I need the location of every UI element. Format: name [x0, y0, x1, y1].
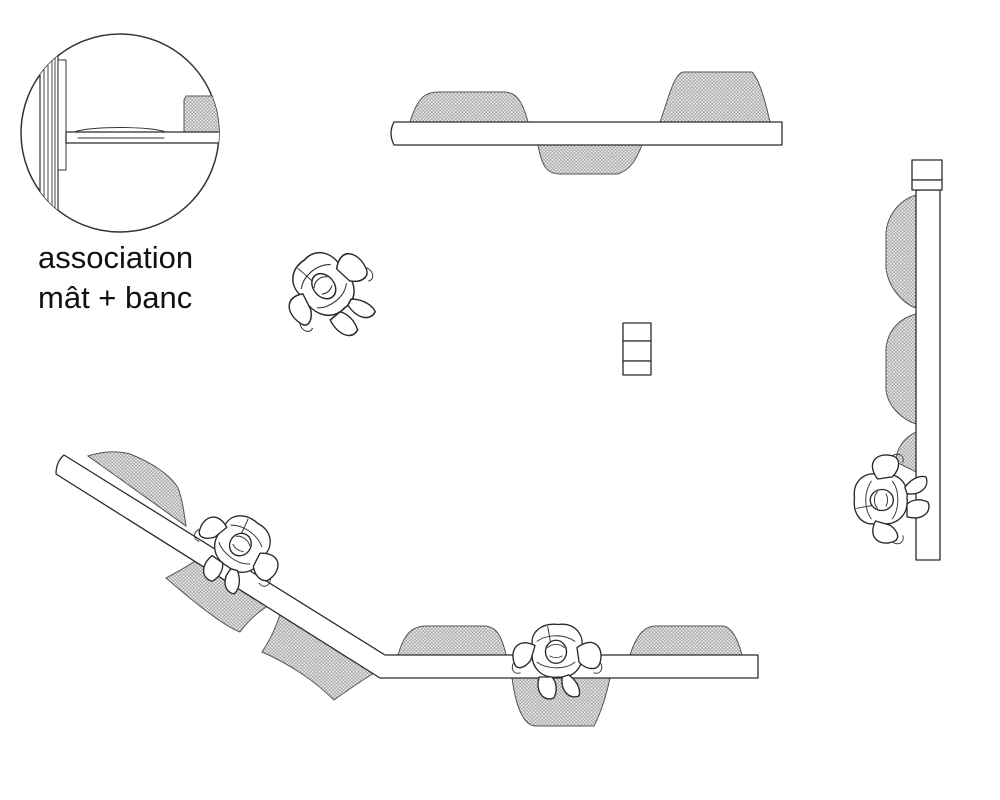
detail-circle — [20, 33, 220, 233]
caption-line-2: mât + banc — [38, 280, 193, 315]
caption-line-1: association — [38, 240, 194, 275]
bench-bottom — [55, 451, 759, 727]
central-mast — [622, 322, 652, 376]
bench-right — [885, 159, 943, 561]
person-walking — [268, 230, 396, 358]
detail-caption: association mât + banc — [38, 238, 238, 318]
bench-top — [390, 71, 783, 175]
